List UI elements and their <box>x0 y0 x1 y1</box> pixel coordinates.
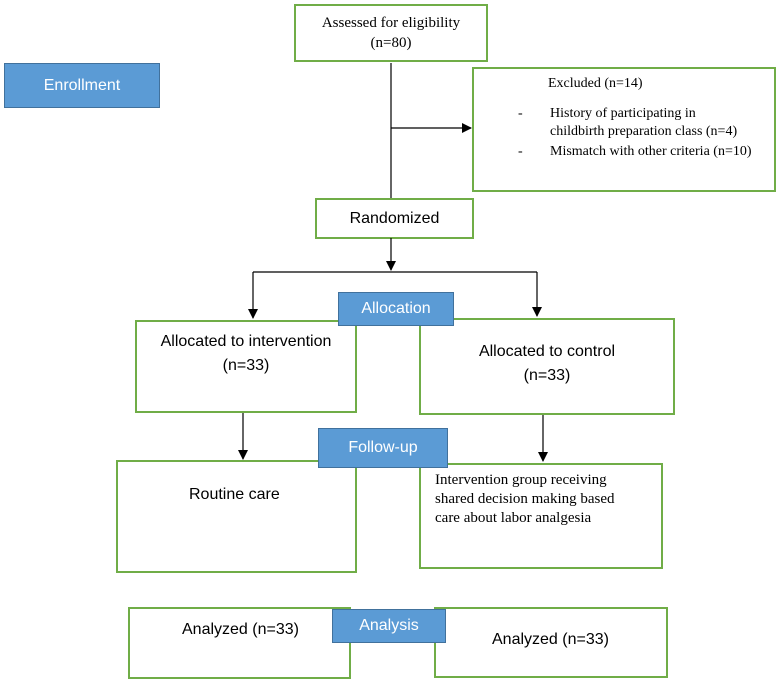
stage-analysis: Analysis <box>332 609 446 643</box>
randomized-box: Randomized <box>315 198 474 239</box>
stage-enrollment: Enrollment <box>4 63 160 108</box>
analyzed-left-label: Analyzed (n=33) <box>182 621 299 638</box>
bullet-dash: - <box>518 144 523 159</box>
routine-care-label: Routine care <box>189 486 280 503</box>
allocated-intervention-label: Allocated to intervention <box>160 333 332 350</box>
stage-follow-up: Follow-up <box>318 428 448 468</box>
bullet-dash: - <box>518 106 523 121</box>
excluded-reason-1-line2: childbirth preparation class (n=4) <box>550 124 738 139</box>
allocated-intervention-box: Allocated to intervention (n=33) <box>135 320 357 413</box>
stage-allocation: Allocation <box>338 292 454 326</box>
routine-care-box: Routine care <box>116 460 357 573</box>
assessed-label: Assessed for eligibility <box>321 15 461 31</box>
assessed-count: (n=80) <box>370 35 412 51</box>
allocated-control-count: (n=33) <box>523 367 571 384</box>
excluded-title: Excluded (n=14) <box>548 76 643 91</box>
excluded-reason-1: - History of participating in childbirth… <box>518 105 774 141</box>
excluded-reason-1-line1: History of participating in <box>550 106 696 121</box>
intervention-care-line1: Intervention group receiving <box>435 472 607 488</box>
assessed-box: Assessed for eligibility (n=80) <box>294 4 488 62</box>
intervention-care-line3: care about labor analgesia <box>435 510 592 526</box>
analyzed-right-label: Analyzed (n=33) <box>492 631 609 648</box>
intervention-care-box: Intervention group receiving shared deci… <box>419 463 663 569</box>
excluded-reason-2: - Mismatch with other criteria (n=10) <box>518 143 774 161</box>
allocated-intervention-count: (n=33) <box>222 357 270 374</box>
analyzed-left-box: Analyzed (n=33) <box>128 607 351 679</box>
allocated-control-label: Allocated to control <box>478 343 616 360</box>
analyzed-right-box: Analyzed (n=33) <box>434 607 668 678</box>
excluded-reason-2-line1: Mismatch with other criteria (n=10) <box>550 144 752 159</box>
allocated-control-box: Allocated to control (n=33) <box>419 318 675 415</box>
intervention-care-line2: shared decision making based <box>435 491 615 507</box>
excluded-box: Excluded (n=14) - History of participati… <box>472 67 776 192</box>
